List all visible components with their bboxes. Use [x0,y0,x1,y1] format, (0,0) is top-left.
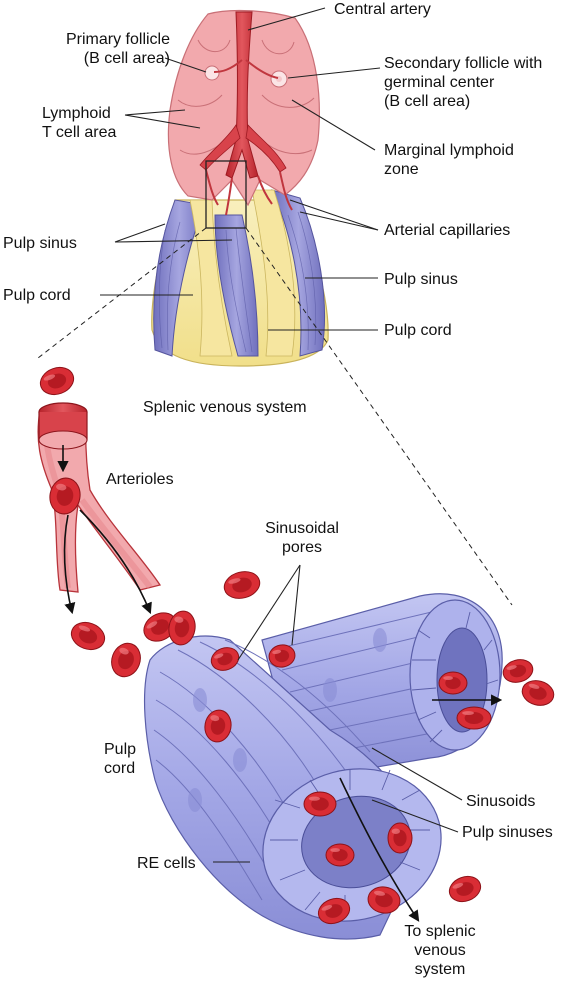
red-blood-cell [268,644,296,668]
red-blood-cell [39,366,75,396]
red-blood-cell [210,647,240,671]
red-blood-cell [438,671,468,695]
red-blood-cell [317,897,351,925]
red-blood-cell [325,843,355,867]
pulp-sinus-right-shape [271,189,326,357]
red-blood-cell [168,610,196,646]
label-pulp-sinus-right: Pulp sinus [384,271,458,288]
label-sinusoidal-pores: Sinusoidal pores [265,520,339,556]
label-secondary-follicle: Secondary follicle with germinal center … [384,55,543,110]
red-blood-cell [49,477,81,515]
label-pulp-sinus-left: Pulp sinus [3,235,77,252]
leader-lines [100,7,463,863]
red-blood-cell [502,659,534,683]
label-to-splenic-venous-system: To splenic venous system [404,923,476,978]
primary-follicle-center [204,65,220,81]
inset-box [205,160,247,229]
label-arterioles: Arterioles [106,471,174,488]
label-pulp-cord-right: Pulp cord [384,322,452,339]
label-pulp-sinuses: Pulp sinuses [462,824,553,841]
label-lymphoid-t-cell-area: Lymphoid T cell area [42,105,117,141]
label-arterial-capillaries: Arterial capillaries [384,222,511,239]
red-blood-cell [70,621,106,651]
label-splenic-venous-system: Splenic venous system [143,399,307,416]
pulp-sinus-left-shape [153,199,206,357]
red-blood-cell [223,571,261,599]
pulp-cord-left-shape [189,199,233,357]
sinusoid-bundle [143,593,503,940]
red-blood-cell [387,822,413,854]
red-blood-cell [111,642,141,678]
red-blood-cell [521,680,555,706]
red-blood-cell [303,791,337,817]
label-pulp-cord: Pulp cord [104,741,137,777]
red-blood-cell [456,706,492,730]
label-sinusoids: Sinusoids [466,793,536,810]
red-blood-cell [448,875,482,903]
label-central-artery: Central artery [334,1,431,18]
top-spleen-figure [151,9,329,367]
red-blood-cell [367,886,401,914]
label-re-cells: RE cells [137,855,196,872]
red-blood-cells [39,366,555,925]
projection-lines [37,227,513,606]
label-pulp-cord-left: Pulp cord [3,287,71,304]
red-blood-cell [204,709,232,743]
pulp-cord-right-shape [251,189,296,357]
red-blood-cell [143,612,177,642]
label-primary-follicle: Primary follicle (B cell area) [65,31,170,67]
label-marginal-lymphoid-zone: Marginal lymphoid zone [384,142,514,178]
